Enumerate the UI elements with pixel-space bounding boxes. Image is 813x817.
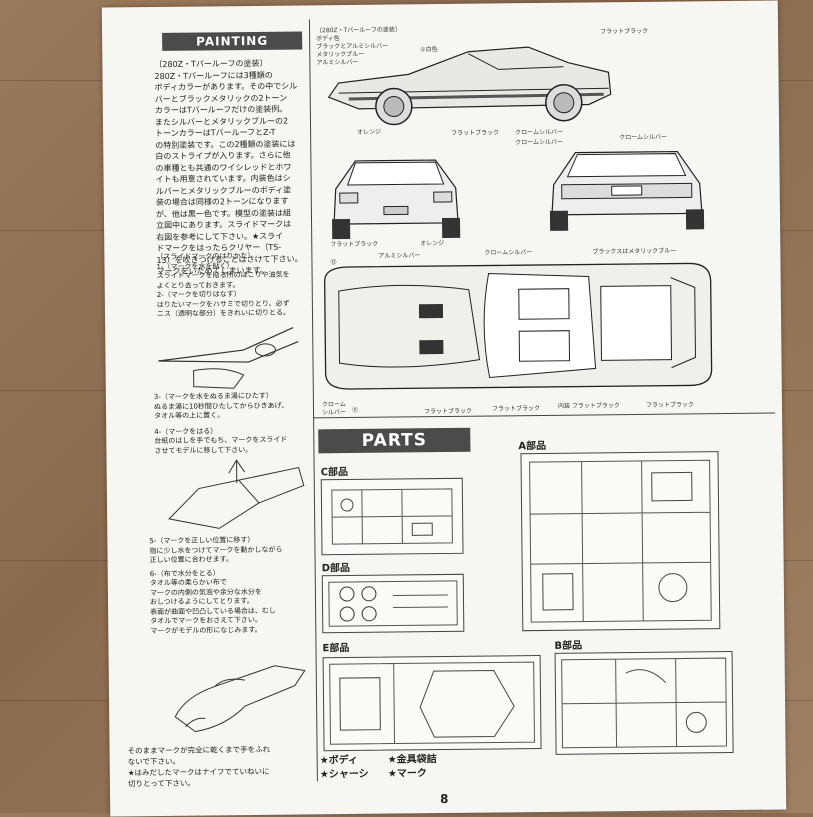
- callout-flat-black: フラットブラック: [451, 129, 500, 137]
- parts-tree-b: [554, 650, 734, 755]
- slide-steps-4: そのままマークが完全に乾くまで手をふれないで下さい。 ★はみだしたマークはナイフ…: [127, 744, 271, 789]
- section-divider: [313, 412, 776, 419]
- callout-orange-front: オレンジ: [420, 239, 445, 248]
- parts-tree-d: [321, 573, 465, 634]
- legend-hardware: ★金具袋詰: [387, 754, 437, 766]
- parts-tree-a: [520, 451, 721, 632]
- painting-paragraph: 〔280Z・Tバールーフの塗装〕280Z・Tバールーフには3種類のボディカラーが…: [154, 58, 303, 277]
- slide-steps-3: 5-（マークを正しい位置に移す）指に少し水をつけてマークを動かしながら正しい位置…: [149, 535, 283, 635]
- legend-chassis: ★シャーシ: [319, 768, 369, 781]
- page-number: 8: [440, 791, 449, 807]
- decal-slide-illustration: [168, 459, 305, 529]
- scissors-illustration: [158, 327, 299, 389]
- parts-banner: PARTS: [318, 427, 471, 454]
- painting-banner: PAINTING: [162, 31, 303, 51]
- callout-chrome-silver: クロームシルバー: [515, 128, 563, 137]
- parts-b-label: B部品: [554, 640, 583, 652]
- car-front-view: [332, 159, 461, 240]
- instruction-sheet: PAINTING 〔280Z・Tバールーフの塗装〕280Z・Tバールーフには3種…: [101, 0, 787, 817]
- callout-alu-silver: アルミシルバー: [378, 252, 421, 260]
- callout-flat-black-front: フラットブラック: [330, 240, 379, 249]
- legend-decal: ★マーク: [387, 768, 427, 780]
- callout-black-or-blue: ブラックスはメタリックブルー: [592, 247, 677, 256]
- parts-c-label: C部品: [320, 467, 349, 479]
- callout-num11: ⑪: [351, 406, 359, 414]
- car-rear-view: [549, 150, 705, 231]
- parts-tree-e: [322, 655, 542, 752]
- callout-interior: 内装 フラットブラック: [557, 402, 620, 410]
- slide-steps-2: 3-（マークを水をぬるま湯にひたす）ぬるま湯に10秒間ひたしてからひきあげ、タオ…: [153, 391, 289, 455]
- parts-d-label: D部品: [321, 562, 351, 575]
- callout-flat-black-a: フラットブラック: [423, 407, 473, 416]
- car-side-view: [327, 46, 612, 126]
- callout-flat-black-b: フラットブラック: [491, 404, 541, 413]
- callout-chrome-silver-3: クロームシルバー: [619, 133, 668, 142]
- callout-flat-black-c: フラットブラック: [645, 401, 695, 409]
- car-top-view: [324, 262, 713, 390]
- paint-header: 〔280Z・Tバールーフの塗装〕: [316, 26, 401, 35]
- parts-e-label: E部品: [322, 643, 350, 655]
- parts-a-label: A部品: [518, 440, 547, 453]
- callout-silver-bl: シルバー: [322, 409, 347, 417]
- slide-steps-1: 〔スライドマークのはりかた〕 1-（マークを水を貼く）スライドマークを貼る所のほ…: [156, 251, 291, 319]
- callout-orange: オレンジ: [357, 128, 382, 136]
- parts-tree-c: [320, 477, 464, 556]
- callout-chrome-silver-top: クロームシルバー: [484, 249, 533, 257]
- hand-illustration: [174, 665, 306, 733]
